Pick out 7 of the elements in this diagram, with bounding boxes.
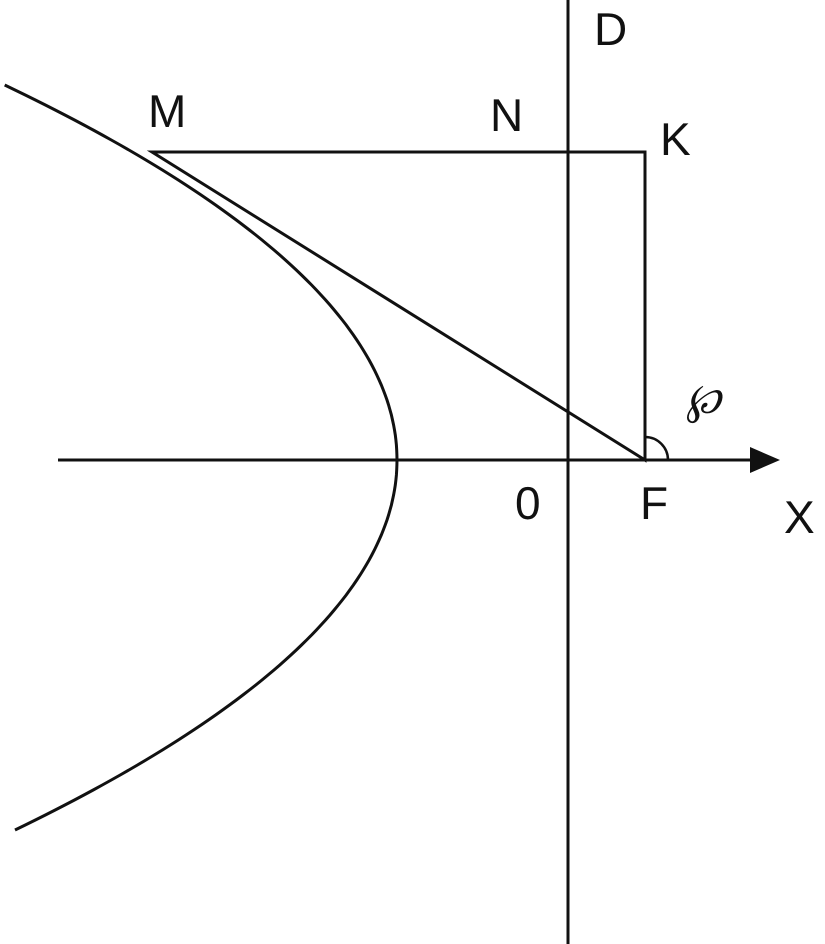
point-label: F bbox=[640, 480, 668, 526]
axis-label: X bbox=[784, 494, 815, 540]
point-label: M bbox=[148, 88, 186, 134]
point-label: N bbox=[490, 92, 524, 138]
axis-label: D bbox=[594, 6, 628, 52]
point-label: 0 bbox=[515, 480, 541, 526]
point-label: K bbox=[660, 116, 691, 162]
